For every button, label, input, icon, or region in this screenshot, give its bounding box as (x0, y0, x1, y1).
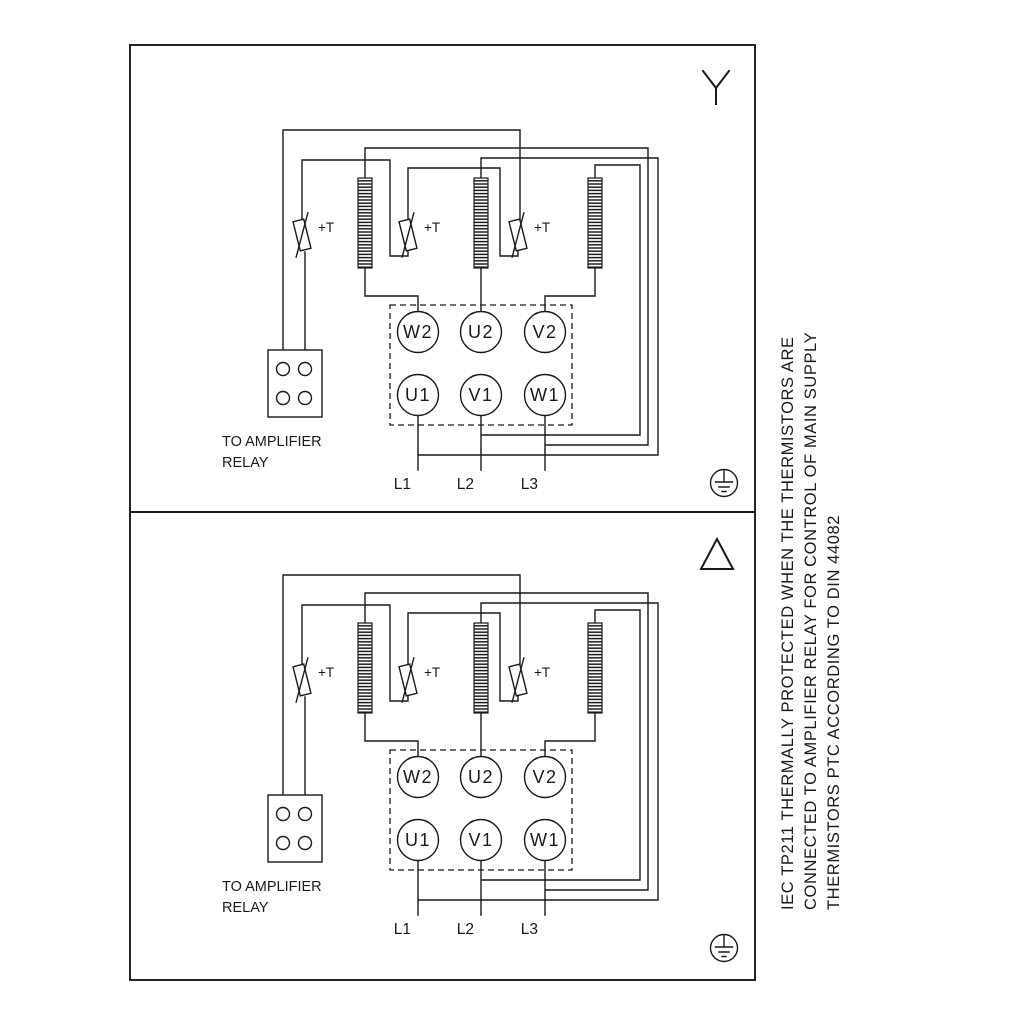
terminal-label-V2: V2 (532, 322, 557, 342)
terminal-U1 (396, 818, 440, 862)
terminal-W1 (523, 373, 567, 417)
thermistor-label-2: +T (424, 665, 440, 680)
terminal-label-U2: U2 (468, 767, 494, 787)
relay-label-line1: TO AMPLIFIER (222, 879, 322, 895)
winding-coil-U (473, 622, 489, 714)
supply-label-L2: L2 (457, 476, 474, 493)
side-note-line-3: THERMISTORS PTC ACCORDING TO DIN 44082 (825, 515, 843, 910)
thermistor-label-3: +T (534, 220, 550, 235)
side-note-line-1: IEC TP211 THERMALLY PROTECTED WHEN THE T… (779, 336, 797, 910)
terminal-label-V2: V2 (532, 767, 557, 787)
thermistor-icon-2 (398, 657, 418, 703)
earth-ground-icon (709, 468, 739, 498)
relay-label-line2: RELAY (222, 900, 269, 916)
terminal-W2 (396, 310, 440, 354)
terminal-label-W2: W2 (403, 322, 433, 342)
thermistor-label-1: +T (318, 665, 334, 680)
winding-coil-V (587, 177, 603, 269)
terminal-W1 (523, 818, 567, 862)
supply-label-L3: L3 (521, 476, 538, 493)
panel-star: +T +T +T W2 U2 V2 U1 V1 W1 L1 L2 L3 (222, 69, 739, 498)
terminal-label-W1: W1 (530, 385, 560, 405)
terminal-V2 (523, 755, 567, 799)
terminal-V2 (523, 310, 567, 354)
thermistor-label-3: +T (534, 665, 550, 680)
thermistor-label-1: +T (318, 220, 334, 235)
panel-delta-content: +T +T +T W2 U2 V2 U1 V1 W1 (222, 574, 659, 938)
relay-label-line1: TO AMPLIFIER (222, 434, 322, 450)
side-note-line-2: CONNECTED TO AMPLIFIER RELAY FOR CONTROL… (802, 332, 820, 910)
wiring-lines (282, 574, 659, 916)
terminal-label-U2: U2 (468, 322, 494, 342)
terminal-label-U1: U1 (405, 385, 431, 405)
terminal-label-V1: V1 (468, 385, 493, 405)
terminal-W2 (396, 755, 440, 799)
supply-label-L3: L3 (521, 921, 538, 938)
thermistor-icon-3 (508, 657, 528, 703)
terminal-label-W1: W1 (530, 830, 560, 850)
terminal-U2 (459, 310, 503, 354)
winding-coil-W (357, 622, 373, 714)
terminal-V1 (459, 818, 503, 862)
supply-label-L1: L1 (394, 476, 411, 493)
terminal-board (389, 304, 573, 426)
supply-label-L1: L1 (394, 921, 411, 938)
thermistor-icon-1 (292, 657, 312, 703)
winding-coil-U (473, 177, 489, 269)
terminal-label-V1: V1 (468, 830, 493, 850)
star-connection-icon (701, 69, 731, 105)
wiring-lines (282, 129, 659, 471)
thermistor-icon-1 (292, 212, 312, 258)
earth-ground-icon (709, 933, 739, 963)
winding-coil-W (357, 177, 373, 269)
winding-coil-V (587, 622, 603, 714)
relay-label-line2: RELAY (222, 455, 269, 471)
terminal-U2 (459, 755, 503, 799)
terminal-label-W2: W2 (403, 767, 433, 787)
terminal-label-U1: U1 (405, 830, 431, 850)
terminal-U1 (396, 373, 440, 417)
terminal-V1 (459, 373, 503, 417)
thermistor-label-2: +T (424, 220, 440, 235)
terminal-board (389, 749, 573, 871)
supply-label-L2: L2 (457, 921, 474, 938)
side-note: IEC TP211 THERMALLY PROTECTED WHEN THE T… (779, 332, 843, 910)
panel-delta: +T +T +T W2 U2 V2 U1 V1 W1 (222, 536, 739, 963)
relay-connector (267, 349, 323, 418)
thermistor-icon-3 (508, 212, 528, 258)
relay-connector (267, 794, 323, 863)
thermistor-icon-2 (398, 212, 418, 258)
delta-connection-icon (699, 536, 735, 570)
